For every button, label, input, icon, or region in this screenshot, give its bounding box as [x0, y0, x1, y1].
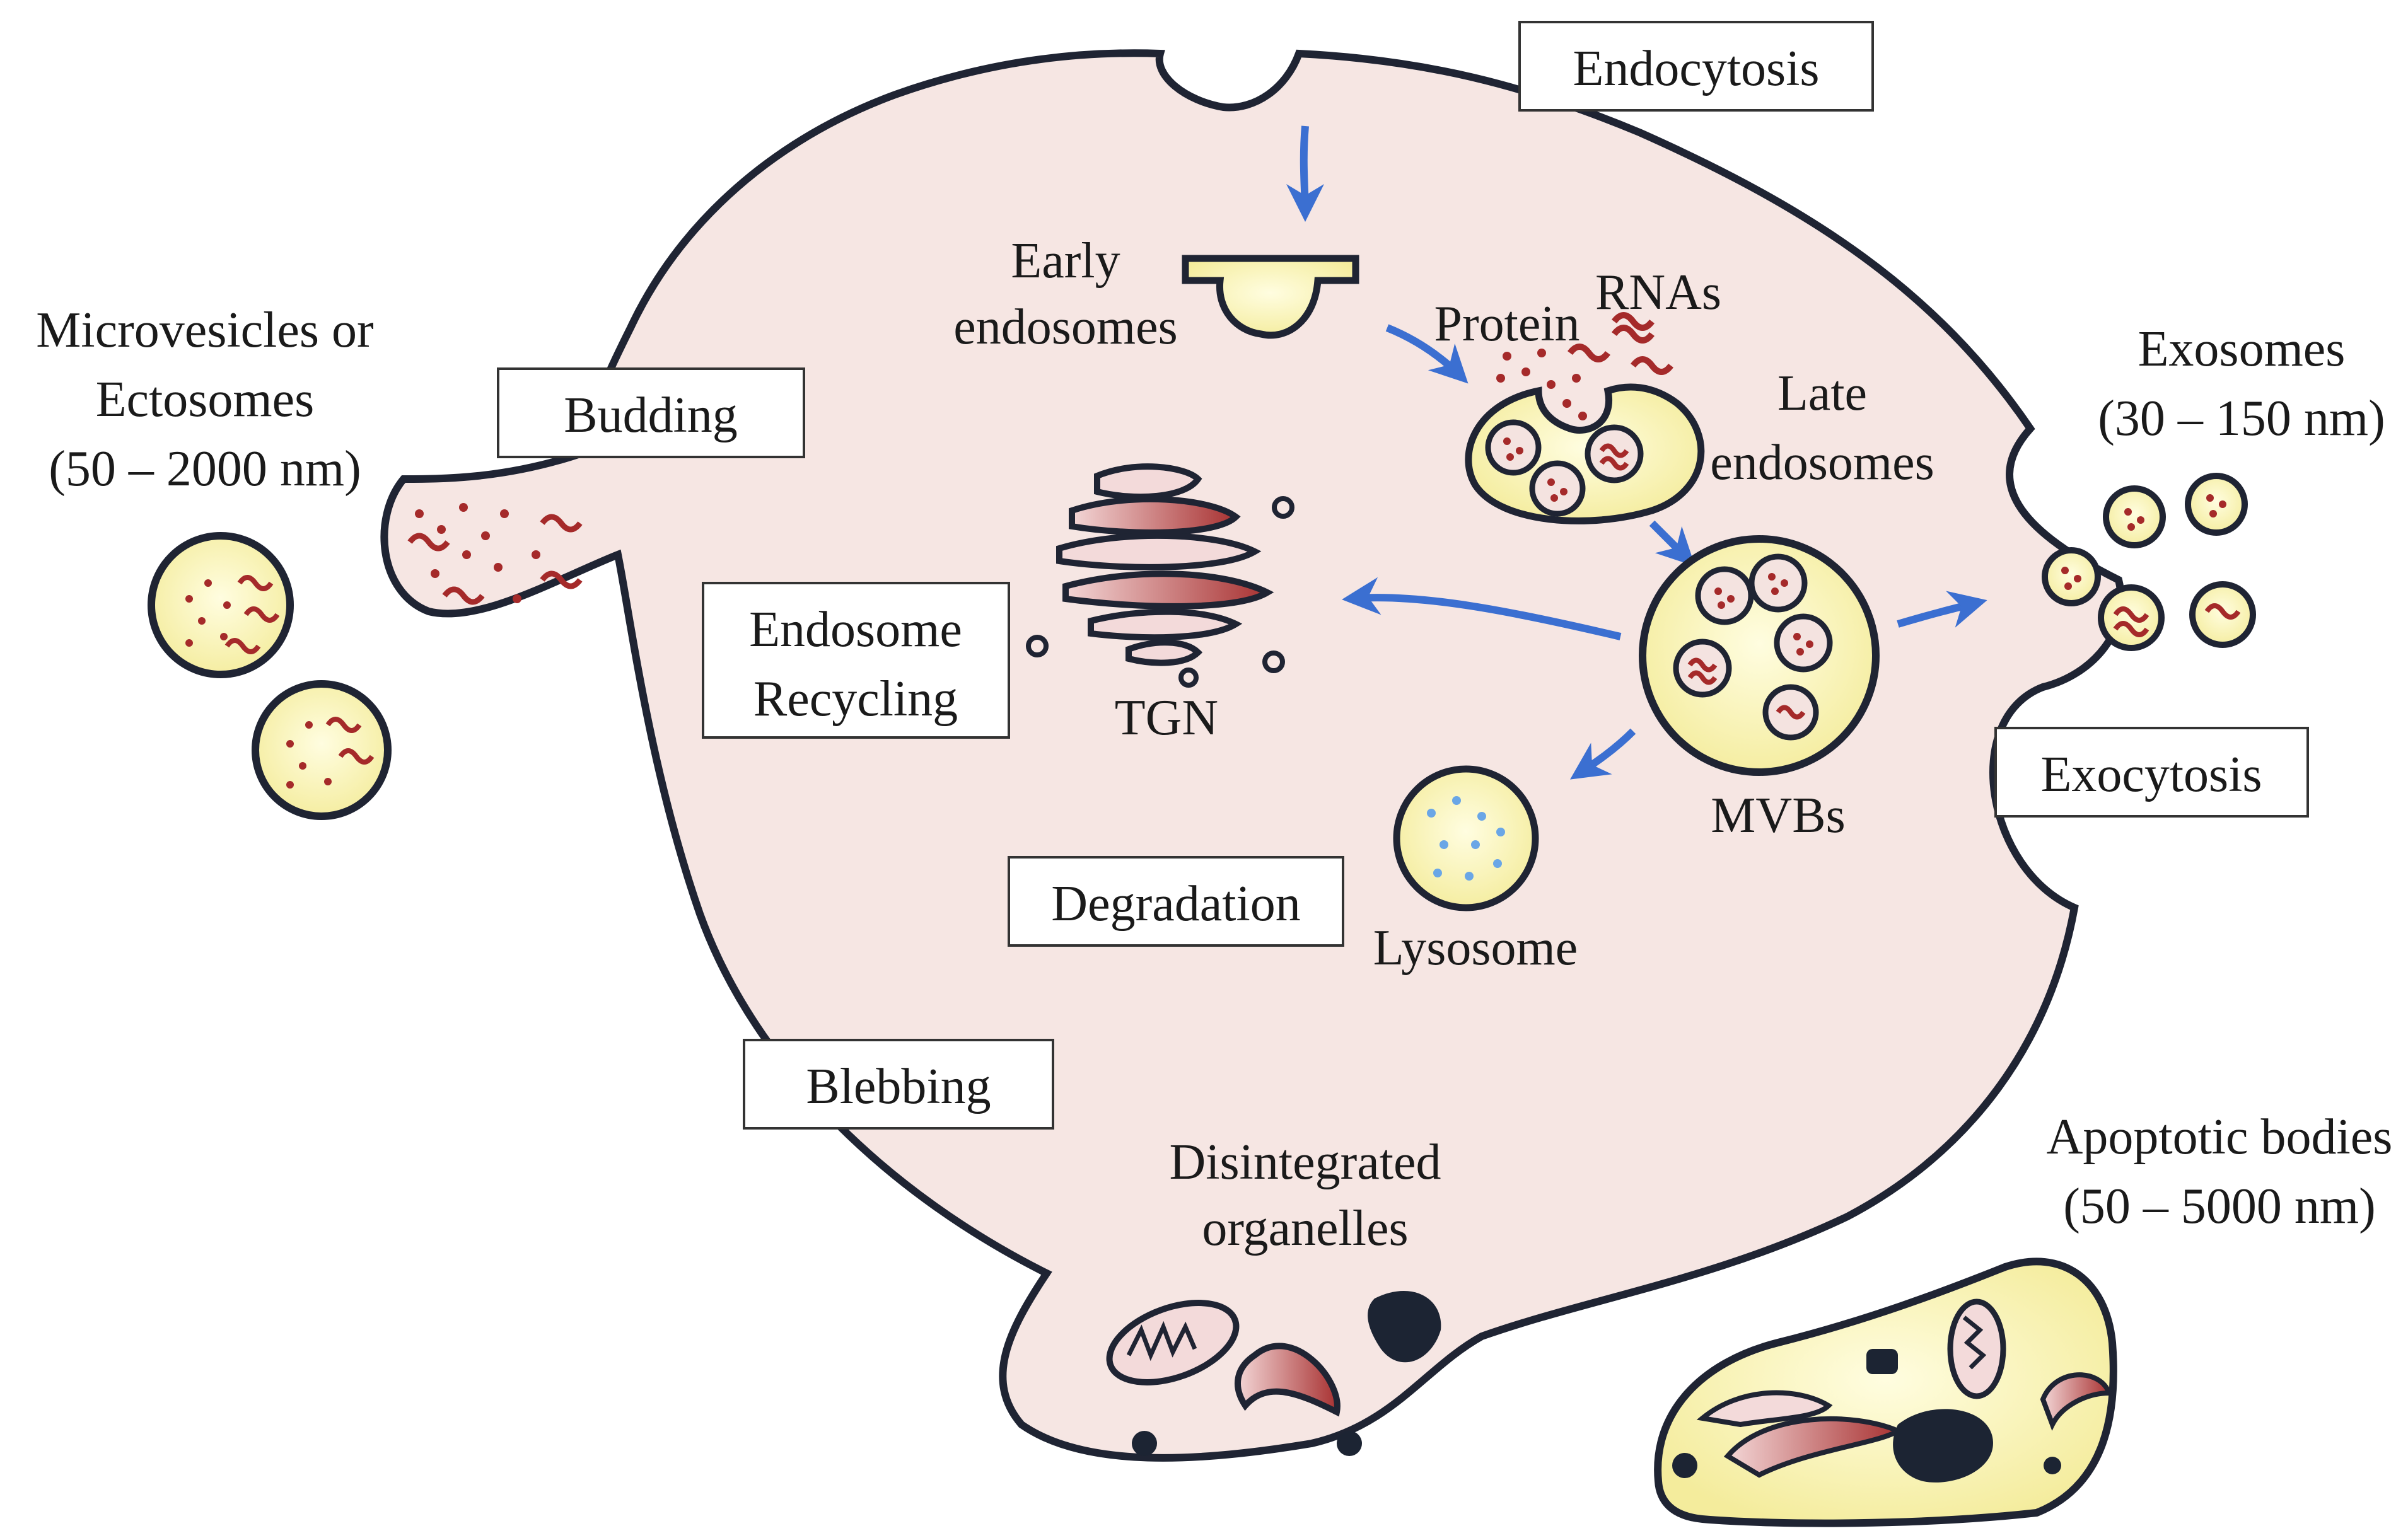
endocytosis-label: Endocytosis — [1573, 41, 1819, 96]
box-blebbing: Blebbing — [743, 1039, 1054, 1130]
mvb — [1639, 535, 1880, 776]
arrow-mvb-to-exocytosis — [1897, 591, 1987, 628]
arrow-endocytosis — [1286, 125, 1324, 222]
endosome-recycling-label-1: Endosome — [749, 602, 962, 657]
lysosome — [1393, 765, 1539, 911]
microvesicle-1 — [148, 532, 294, 678]
tgn-vesicles — [1026, 496, 1294, 688]
early-endosome — [1182, 255, 1359, 339]
arrow-early-to-late — [1385, 324, 1469, 384]
arrow-late-to-mvb — [1649, 520, 1695, 567]
late-endosomes-label-2: endosomes — [1710, 435, 1934, 490]
disintegrated-organelles-label-2: organelles — [1202, 1201, 1408, 1256]
degradation-label: Degradation — [1051, 876, 1300, 932]
tgn-golgi — [1056, 463, 1274, 666]
microvesicle-2 — [252, 680, 392, 820]
early-endosomes-label-1: Early — [1011, 233, 1120, 289]
exosomes-label-1: Exosomes — [2138, 321, 2346, 377]
box-budding: Budding — [497, 367, 805, 458]
protein-label: Protein — [1434, 296, 1579, 352]
endosome-recycling-label-2: Recycling — [753, 671, 958, 727]
apoptotic-body — [1654, 1258, 2117, 1527]
rnas-label: RNAs — [1595, 265, 1721, 320]
disintegrated-organelles-label-1: Disintegrated — [1170, 1135, 1441, 1190]
apoptotic-bodies-label-1: Apoptotic bodies — [2047, 1109, 2393, 1165]
box-degradation: Degradation — [1008, 856, 1344, 947]
box-exocytosis: Exocytosis — [1994, 727, 2309, 818]
budding-label: Budding — [564, 388, 738, 443]
exocytosis-label: Exocytosis — [2040, 747, 2262, 802]
arrow-mvb-to-lysosome — [1570, 728, 1636, 780]
box-endocytosis: Endocytosis — [1518, 21, 1874, 112]
exosomes — [2042, 473, 2256, 651]
lysosome-label: Lysosome — [1373, 920, 1578, 976]
mvbs-label: MVBs — [1711, 788, 1845, 843]
blebbing-label: Blebbing — [806, 1059, 991, 1114]
box-endosome-recycling: Endosome Recycling — [702, 582, 1010, 739]
arrow-mvb-to-tgn — [1342, 577, 1622, 640]
tgn-label: TGN — [1115, 690, 1218, 746]
late-endosome — [1465, 383, 1705, 524]
disintegrated-organelles — [1106, 1291, 1441, 1456]
late-endosomes-label-1: Late — [1777, 366, 1867, 421]
apoptotic-bodies-label-2: (50 – 5000 nm) — [2063, 1179, 2376, 1234]
protein-rna-cargo — [1496, 312, 1673, 420]
budding-cargo — [407, 503, 583, 605]
microvesicles-label-1: Microvesicles or — [36, 303, 373, 358]
early-endosomes-label-2: endosomes — [953, 299, 1178, 355]
microvesicles-label-3: (50 – 2000 nm) — [49, 441, 361, 497]
exosomes-label-2: (30 – 150 nm) — [2098, 391, 2385, 446]
microvesicles-label-2: Ectosomes — [96, 372, 315, 427]
